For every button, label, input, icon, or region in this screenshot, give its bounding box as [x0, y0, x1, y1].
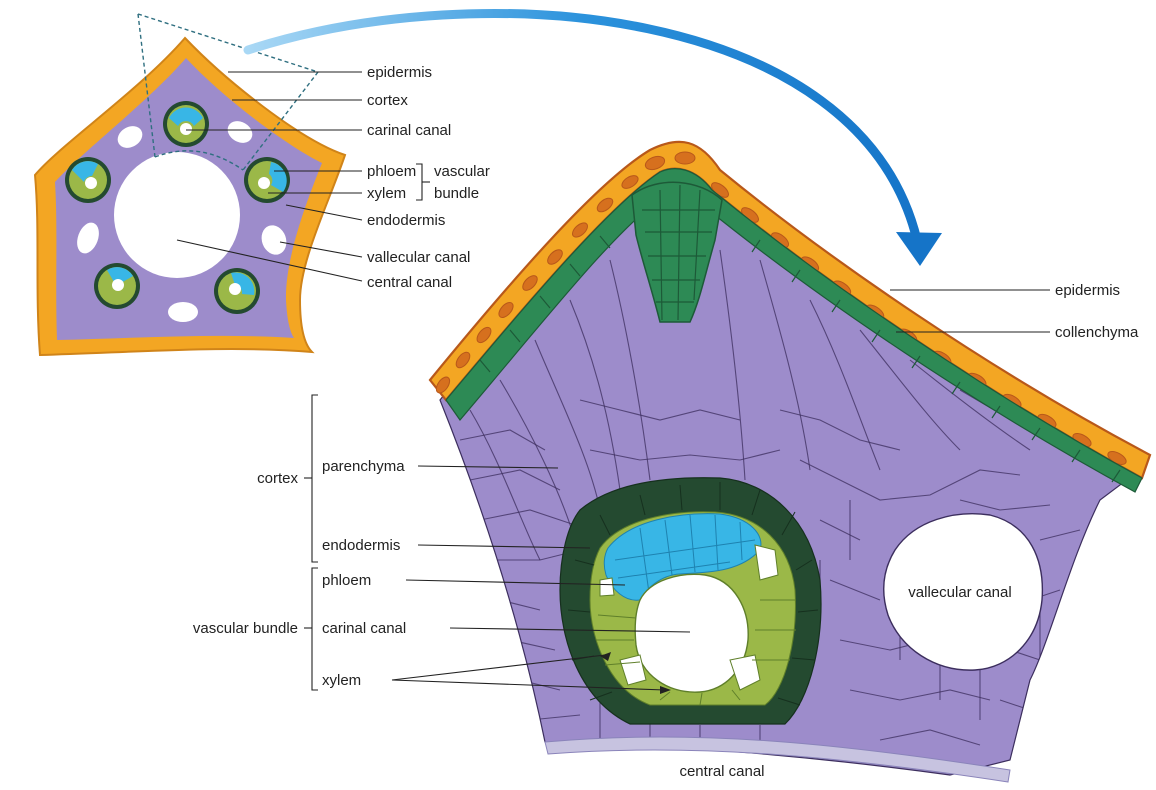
small-label-epidermis: epidermis	[367, 64, 432, 81]
small-label-central-canal: central canal	[367, 274, 452, 291]
large-label-vascular-bundle: vascular bundle	[193, 620, 298, 637]
large-label-collenchyma: collenchyma	[1055, 324, 1139, 341]
small-label-vascular: vascular	[434, 163, 490, 180]
large-label-xylem: xylem	[322, 672, 361, 689]
small-label-phloem: phloem	[367, 163, 416, 180]
small-label-cortex: cortex	[367, 92, 408, 109]
large-label-epidermis: epidermis	[1055, 282, 1120, 299]
small-label-endodermis: endodermis	[367, 212, 445, 229]
small-label-bundle: bundle	[434, 185, 479, 202]
small-cross-section	[35, 14, 345, 355]
large-wedge-section	[430, 142, 1150, 782]
small-label-carinal-canal: carinal canal	[367, 122, 451, 139]
large-label-phloem: phloem	[322, 572, 371, 589]
small-label-xylem: xylem	[367, 185, 406, 202]
large-label-central-canal: central canal	[679, 763, 764, 780]
large-label-endodermis: endodermis	[322, 537, 400, 554]
large-label-vallecular-canal: vallecular canal	[908, 584, 1011, 601]
large-label-parenchyma: parenchyma	[322, 458, 405, 475]
large-label-carinal-canal: carinal canal	[322, 620, 406, 637]
large-label-cortex: cortex	[257, 470, 298, 487]
large-carinal-canal-void	[635, 574, 748, 692]
small-labels: epidermis cortex carinal canal phloem xy…	[367, 64, 490, 291]
small-label-vallecular-canal: vallecular canal	[367, 249, 470, 266]
small-central-canal-void	[114, 152, 240, 278]
